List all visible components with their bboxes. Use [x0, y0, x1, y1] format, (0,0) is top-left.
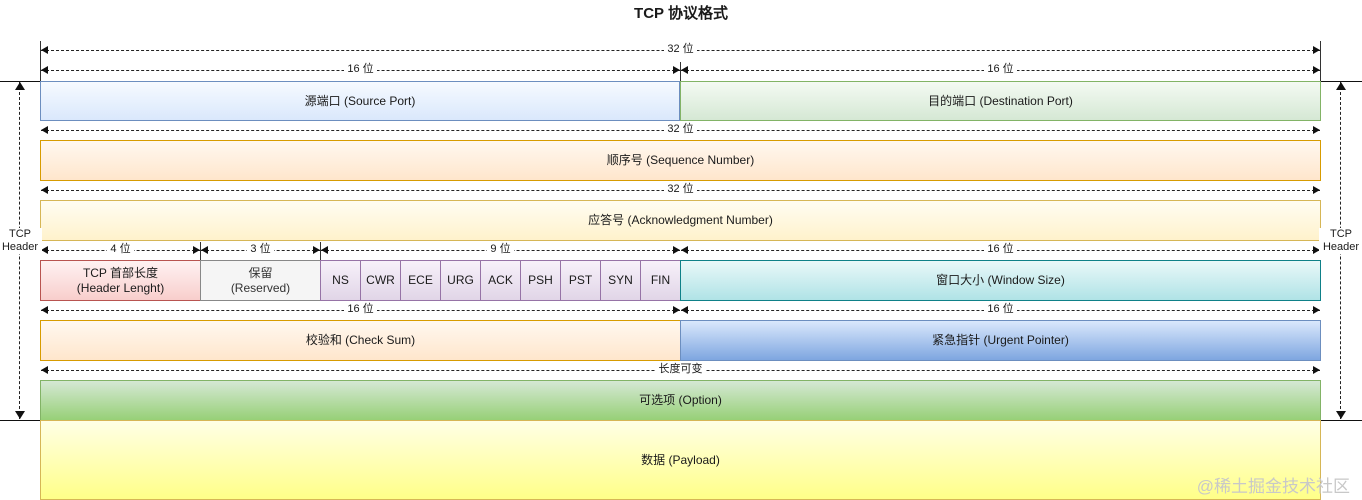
window-size-field: 窗口大小 (Window Size) — [680, 260, 1321, 301]
flag-label: ACK — [488, 273, 513, 287]
flag-ns: NS — [320, 260, 361, 301]
measure-label: 16 位 — [984, 303, 1017, 315]
measure-16-bits-right: 16 位 — [681, 63, 1320, 76]
measure-32-bits-top: 32 位 — [41, 43, 1320, 56]
flag-pst: PST — [560, 260, 601, 301]
measure-32-bits-seq: 32 位 — [41, 123, 1320, 136]
payload-label: 数据 (Payload) — [641, 452, 720, 467]
source-port-label: 源端口 (Source Port) — [304, 93, 416, 108]
measure-label: 32 位 — [664, 43, 697, 55]
measure-label: 16 位 — [344, 303, 377, 315]
flag-cwr: CWR — [360, 260, 401, 301]
flag-label: CWR — [366, 273, 395, 287]
destination-port-field: 目的端口 (Destination Port) — [680, 81, 1321, 121]
right-boundary-tick — [1320, 41, 1321, 81]
header-label-line: TCP — [1330, 228, 1352, 240]
measure-label: 16 位 — [984, 63, 1017, 75]
option-field: 可选项 (Option) — [40, 380, 1321, 421]
measure-16-bits-urgent: 16 位 — [681, 303, 1320, 316]
source-port-field: 源端口 (Source Port) — [40, 81, 680, 121]
reserved-field: 保留 (Reserved) — [200, 260, 321, 301]
header-length-field: TCP 首部长度 (Header Lenght) — [40, 260, 201, 301]
header-length-sublabel: (Header Lenght) — [76, 280, 165, 295]
measure-label: 长度可变 — [655, 363, 706, 375]
measure-label: 9 位 — [487, 243, 514, 255]
diagram-title: TCP 协议格式 — [634, 5, 728, 22]
destination-port-label: 目的端口 (Destination Port) — [928, 93, 1073, 108]
header-length-label: TCP 首部长度 — [82, 265, 159, 280]
flag-urg: URG — [440, 260, 481, 301]
flag-label: NS — [332, 273, 349, 287]
reserved-label: 保留 — [248, 265, 273, 280]
checksum-field: 校验和 (Check Sum) — [40, 320, 681, 361]
measure-16-bits-checksum: 16 位 — [41, 303, 680, 316]
measure-label: 32 位 — [664, 123, 697, 135]
checksum-label: 校验和 (Check Sum) — [305, 333, 416, 347]
tick-320 — [320, 242, 321, 260]
flag-syn: SYN — [600, 260, 641, 301]
payload-field: 数据 (Payload) — [40, 420, 1321, 500]
acknowledgment-number-label: 应答号 (Acknowledgment Number) — [588, 213, 773, 227]
measure-label: 16 位 — [344, 63, 377, 75]
acknowledgment-number-field: 应答号 (Acknowledgment Number) — [40, 200, 1321, 241]
measure-32-bits-ack: 32 位 — [41, 183, 1320, 196]
measure-16-bits-left: 16 位 — [41, 63, 680, 76]
flag-label: SYN — [608, 273, 633, 287]
measure-label: 32 位 — [664, 183, 697, 195]
measure-16-bits-window: 16 位 — [681, 243, 1320, 256]
flag-label: PSH — [528, 273, 553, 287]
header-label-line: TCP — [9, 228, 31, 240]
flag-label: URG — [447, 273, 474, 287]
flag-psh: PSH — [520, 260, 561, 301]
measure-3-bits: 3 位 — [201, 243, 320, 256]
flag-ack: ACK — [480, 260, 521, 301]
tick-200 — [200, 242, 201, 260]
sequence-number-label: 顺序号 (Sequence Number) — [606, 153, 755, 167]
measure-variable-length: 长度可变 — [41, 363, 1320, 376]
left-tcp-header-label: TCP Header — [0, 228, 42, 254]
measure-4-bits: 4 位 — [41, 243, 200, 256]
reserved-sublabel: (Reserved) — [230, 280, 291, 295]
left-boundary-tick — [40, 41, 41, 81]
flag-fin: FIN — [640, 260, 681, 301]
header-label-line: Header — [1, 241, 39, 253]
measure-label: 16 位 — [984, 243, 1017, 255]
flag-label: ECE — [408, 273, 433, 287]
measure-label: 3 位 — [247, 243, 274, 255]
flag-label: FIN — [650, 273, 671, 287]
option-label: 可选项 (Option) — [639, 393, 722, 407]
header-label-line: Header — [1322, 241, 1360, 253]
measure-label: 4 位 — [107, 243, 134, 255]
flag-ece: ECE — [400, 260, 441, 301]
urgent-pointer-field: 紧急指针 (Urgent Pointer) — [680, 320, 1321, 361]
urgent-pointer-label: 紧急指针 (Urgent Pointer) — [932, 333, 1069, 347]
flag-label: PST — [568, 273, 593, 287]
mid-boundary-tick — [680, 62, 681, 81]
measure-9-bits: 9 位 — [321, 243, 680, 256]
window-size-label: 窗口大小 (Window Size) — [936, 273, 1065, 287]
watermark-text: @稀土掘金技术社区 — [1196, 477, 1350, 496]
right-tcp-header-label: TCP Header — [1319, 228, 1362, 254]
sequence-number-field: 顺序号 (Sequence Number) — [40, 140, 1321, 181]
